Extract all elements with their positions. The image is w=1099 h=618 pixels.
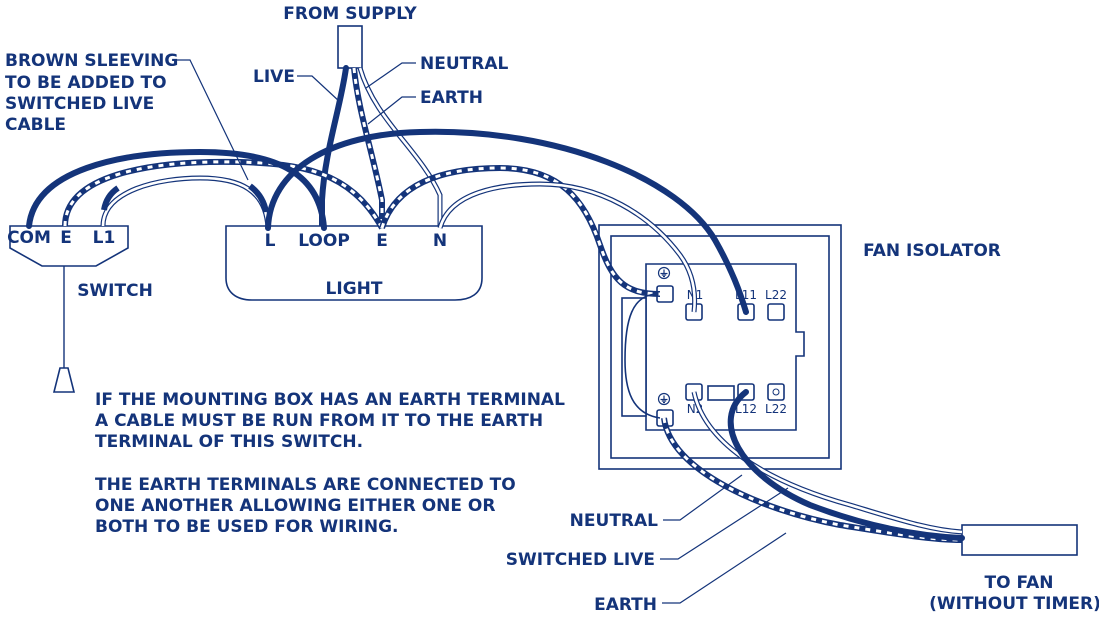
output-earth-leader — [662, 532, 787, 604]
live-leader — [297, 75, 341, 103]
light-to-isolator-live-wire — [265, 128, 749, 315]
switch-l1-wire — [100, 175, 271, 229]
sleeving-note-line3: SWITCHED LIVE — [5, 94, 154, 114]
switch-terminal-l1: L1 — [93, 228, 116, 248]
light-terminal-e: E — [376, 231, 388, 251]
neutral-label: NEUTRAL — [420, 54, 508, 74]
earth-leader — [367, 96, 416, 125]
isolator-terminal-l12: L12 — [735, 402, 757, 416]
switch-com-wire — [26, 148, 327, 231]
pull-cord-handle — [52, 367, 76, 393]
supply-label: FROM SUPPLY — [283, 4, 417, 24]
light-to-isolator-neutral-wire — [437, 181, 698, 313]
sleeving-note-line1: BROWN SLEEVING — [5, 51, 178, 71]
earth-label: EARTH — [420, 88, 483, 108]
output-earth-label: EARTH — [594, 595, 657, 615]
sleeving-leader — [175, 59, 249, 181]
light-to-isolator-earth-wire — [379, 164, 661, 297]
switch-terminal-com: COM — [7, 228, 51, 248]
fan-switched-live-wire — [727, 389, 965, 541]
fan-isolator-label: FAN ISOLATOR — [863, 241, 1001, 261]
brown-sleeving-light-end — [248, 183, 269, 213]
switch-label: SWITCH — [77, 281, 153, 301]
brown-sleeving-switch-end — [101, 185, 120, 211]
light-terminal-loop: LOOP — [298, 231, 350, 251]
output-switched-live-label: SWITCHED LIVE — [506, 550, 655, 570]
isolator-terminal-l22-top: L22 — [765, 288, 787, 302]
live-label: LIVE — [253, 67, 295, 87]
fan-label-line1: TO FAN — [984, 573, 1053, 593]
fan-label-line2: (WITHOUT TIMER) — [929, 594, 1099, 614]
switch-terminal-e: E — [60, 228, 72, 248]
note1-line3: TERMINAL OF THIS SWITCH. — [95, 432, 363, 452]
isolator-terminal-l22-bottom: L22 — [765, 402, 787, 416]
light-label: LIGHT — [326, 279, 383, 299]
output-neutral-leader — [663, 474, 743, 521]
output-switched-live-leader — [660, 487, 789, 560]
switch-body — [9, 225, 129, 267]
sleeving-note-line2: TO BE ADDED TO — [5, 73, 167, 93]
note1-line2: A CABLE MUST BE RUN FROM IT TO THE EARTH — [95, 411, 543, 431]
note2-line1: THE EARTH TERMINALS ARE CONNECTED TO — [95, 475, 516, 495]
fan-neutral-wire — [691, 391, 963, 535]
earth-terminal-icon-top — [657, 266, 671, 280]
light-terminal-l: L — [265, 231, 276, 251]
sleeving-note-line4: CABLE — [5, 115, 66, 135]
light-terminal-n: N — [433, 231, 447, 251]
isolator-bridge — [707, 385, 735, 401]
neutral-leader — [365, 62, 416, 89]
note1-line1: IF THE MOUNTING BOX HAS AN EARTH TERMINA… — [95, 390, 565, 410]
earth-terminal-icon-bottom — [657, 392, 671, 406]
supply-live-wire — [319, 65, 349, 233]
isolator-earth-link — [624, 293, 661, 419]
output-neutral-label: NEUTRAL — [570, 511, 658, 531]
note2-line3: BOTH TO BE USED FOR WIRING. — [95, 517, 399, 537]
light-body — [225, 225, 483, 301]
supply-connector — [337, 25, 363, 69]
note2-line2: ONE ANOTHER ALLOWING EITHER ONE OR — [95, 496, 495, 516]
fan-connector — [961, 524, 1078, 556]
